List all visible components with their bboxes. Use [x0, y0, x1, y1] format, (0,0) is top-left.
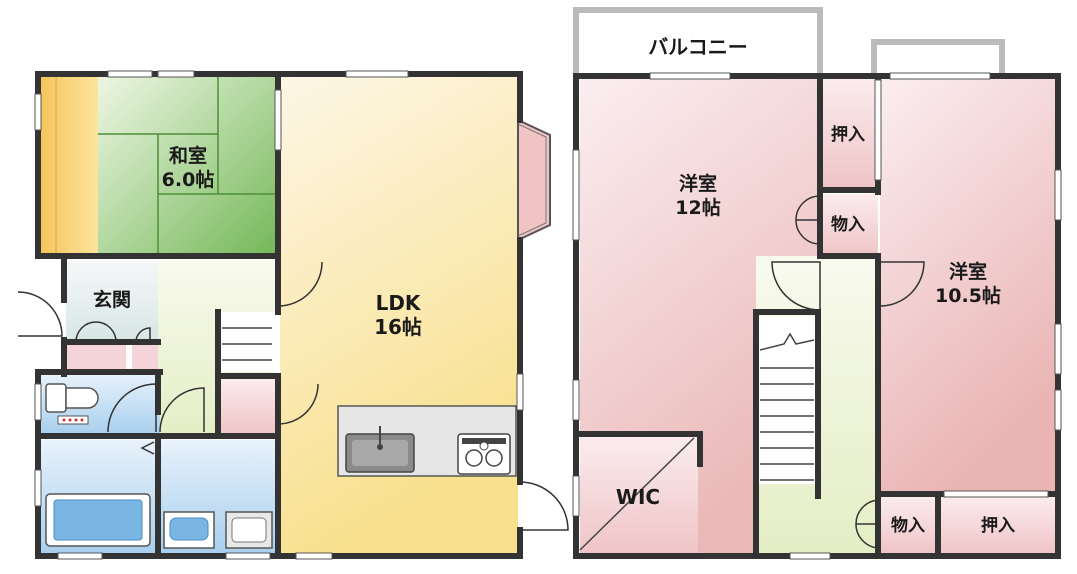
yoshitsu-2-size: 10.5帖	[935, 284, 1001, 307]
yoshitsu-1-name: 洋室	[679, 172, 717, 195]
mono-lower-name: 物入	[891, 515, 925, 536]
tatami-lines	[98, 76, 276, 256]
windows-1f	[34, 70, 524, 560]
room-labels: 和室 6.0帖 LDK 16帖 玄関 バルコニー 洋室 12帖 洋室 10.5帖…	[93, 35, 1015, 536]
mono-upper-floor	[822, 194, 878, 256]
genkan-name: 玄関	[93, 288, 131, 311]
stair-1f	[218, 312, 276, 372]
yoshitsu-2-floor	[880, 78, 1056, 492]
wic-floor	[580, 436, 698, 554]
ldk-size: 16帖	[374, 315, 422, 339]
windows-2f	[572, 72, 1062, 560]
yoshitsu-1-size: 12帖	[675, 196, 720, 219]
mono-upper-name: 物入	[831, 214, 865, 235]
yoshitsu-2-name: 洋室	[949, 260, 987, 283]
ldk-name: LDK	[376, 291, 422, 315]
wic-name: WIC	[616, 485, 660, 509]
walls-1f	[35, 71, 523, 559]
doors-2f	[771, 195, 925, 549]
balcony	[573, 7, 1005, 79]
oshiire-bottom-name: 押入	[981, 515, 1015, 536]
stair-2f-steps	[759, 332, 815, 481]
toilet-icon	[45, 383, 99, 425]
storage-1f	[218, 378, 276, 434]
mono-lower-floor	[880, 496, 936, 554]
tatami-area	[98, 76, 276, 256]
washitsu-size: 6.0帖	[162, 168, 215, 191]
second-floor	[572, 7, 1062, 560]
washitsu-room	[40, 76, 276, 256]
oshiire-top-floor	[822, 78, 878, 188]
washing-machine-icon	[225, 511, 273, 549]
genkan-floor	[66, 260, 158, 340]
oshiire-bottom-floor	[940, 496, 1056, 554]
stove-icon	[457, 433, 511, 475]
first-floor	[17, 70, 569, 560]
kitchen-counter	[337, 405, 517, 477]
balcony-name: バルコニー	[648, 35, 748, 59]
tokonoma	[40, 76, 98, 256]
oshiire-top-name: 押入	[831, 124, 865, 145]
bay-window	[517, 118, 551, 242]
washbasin-icon	[163, 511, 215, 549]
washitsu-name: 和室	[169, 144, 207, 167]
doors-1f	[17, 261, 569, 531]
